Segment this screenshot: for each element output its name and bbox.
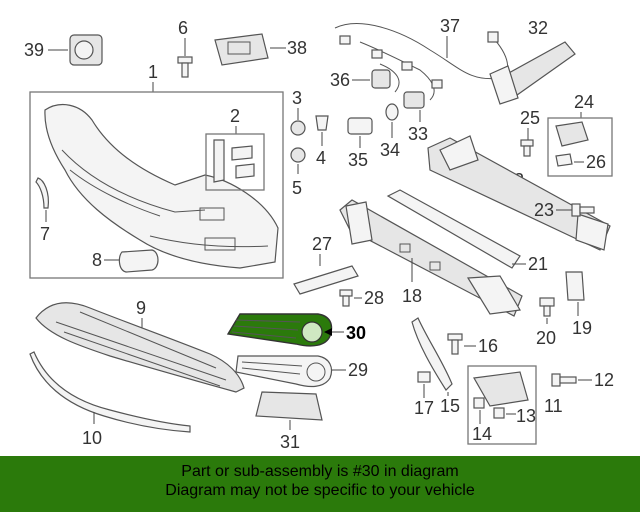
callout-20: 20	[536, 328, 556, 348]
callout-34: 34	[380, 140, 400, 160]
callout-16: 16	[478, 336, 498, 356]
part-22-reinforcement: 22	[427, 135, 611, 251]
callout-21: 21	[528, 254, 548, 274]
part-30-grille-insert-highlighted: 30	[226, 313, 366, 347]
part-32-bracket: 32	[489, 18, 576, 105]
callout-15: 15	[440, 396, 460, 416]
callout-35: 35	[348, 150, 368, 170]
part-21-absorber: 21	[386, 189, 548, 274]
part-5-clip: 5	[290, 147, 306, 198]
callout-27: 27	[312, 234, 332, 254]
callout-18: 18	[402, 286, 422, 306]
part-39-sensor: 39	[24, 34, 103, 66]
part-1-bumper-cover: 1	[29, 62, 284, 279]
callout-14: 14	[472, 424, 492, 444]
callout-3: 3	[292, 88, 302, 108]
callout-26: 26	[586, 152, 606, 172]
info-banner: Part or sub-assembly is #30 in diagram D…	[0, 456, 640, 512]
callout-29: 29	[348, 360, 368, 380]
part-35-holder: 35	[347, 117, 373, 170]
callout-38: 38	[287, 38, 307, 58]
callout-25: 25	[520, 108, 540, 128]
part-31-panel: 31	[255, 391, 323, 452]
callout-2: 2	[230, 106, 240, 126]
part-10-trim-strip: 10	[29, 351, 191, 448]
callout-33: 33	[408, 124, 428, 144]
part-37-harness: 37	[334, 16, 509, 101]
callout-37: 37	[440, 16, 460, 36]
callout-7: 7	[40, 224, 50, 244]
part-27-bracket: 27	[293, 234, 359, 295]
callout-8: 8	[92, 250, 102, 270]
part-11-bracket-kit: 11 13 14	[467, 365, 563, 445]
part-18-carrier: 18	[339, 199, 523, 317]
callout-24: 24	[574, 92, 594, 112]
part-34-ring: 34	[380, 103, 400, 160]
part-2-bracket-set: 2	[205, 106, 265, 191]
part-4-clip: 4	[315, 115, 329, 168]
callout-31: 31	[280, 432, 300, 452]
callout-9: 9	[136, 298, 146, 318]
callout-5: 5	[292, 178, 302, 198]
part-6-bolt: 6	[177, 18, 193, 78]
part-19-bracket: 19	[565, 271, 592, 338]
part-38-module: 38	[214, 33, 307, 66]
callout-39: 39	[24, 40, 44, 60]
part-3-clip: 3	[290, 88, 306, 136]
part-25-bolt: 25	[520, 108, 540, 157]
part-23-bolt: 23	[534, 200, 595, 220]
part-17-nut: 17	[414, 371, 434, 418]
part-20-bolt: 20	[536, 297, 556, 348]
part-15-guide: 15	[411, 317, 460, 416]
part-28-clip: 28	[339, 288, 384, 308]
callout-36: 36	[330, 70, 350, 90]
part-12-bolt: 12	[551, 370, 614, 390]
part-29-grille-insert: 29	[235, 355, 368, 388]
callout-12: 12	[594, 370, 614, 390]
part-36-sensor-holder: 36	[330, 69, 391, 90]
callout-4: 4	[316, 148, 326, 168]
callout-6: 6	[178, 18, 188, 38]
info-line-2: Diagram may not be specific to your vehi…	[165, 482, 475, 499]
part-33-sensor: 33	[403, 91, 428, 144]
info-line-1: Part or sub-assembly is #30 in diagram	[181, 463, 459, 480]
part-24-bracket-kit: 24 26	[547, 92, 613, 177]
callout-30: 30	[346, 323, 366, 343]
part-7-trim: 7	[35, 177, 50, 244]
callout-28: 28	[364, 288, 384, 308]
parts-diagram: 39 6 38 37 32 1	[24, 16, 614, 452]
part-16-clip: 16	[447, 333, 498, 356]
part-8-cap: 8	[92, 249, 159, 273]
callout-23: 23	[534, 200, 554, 220]
callout-13: 13	[516, 406, 536, 426]
callout-19: 19	[572, 318, 592, 338]
callout-17: 17	[414, 398, 434, 418]
callout-32: 32	[528, 18, 548, 38]
callout-1: 1	[148, 62, 158, 82]
callout-11: 11	[544, 396, 563, 416]
part-9-lower-grille: 9	[35, 298, 245, 393]
callout-10: 10	[82, 428, 102, 448]
